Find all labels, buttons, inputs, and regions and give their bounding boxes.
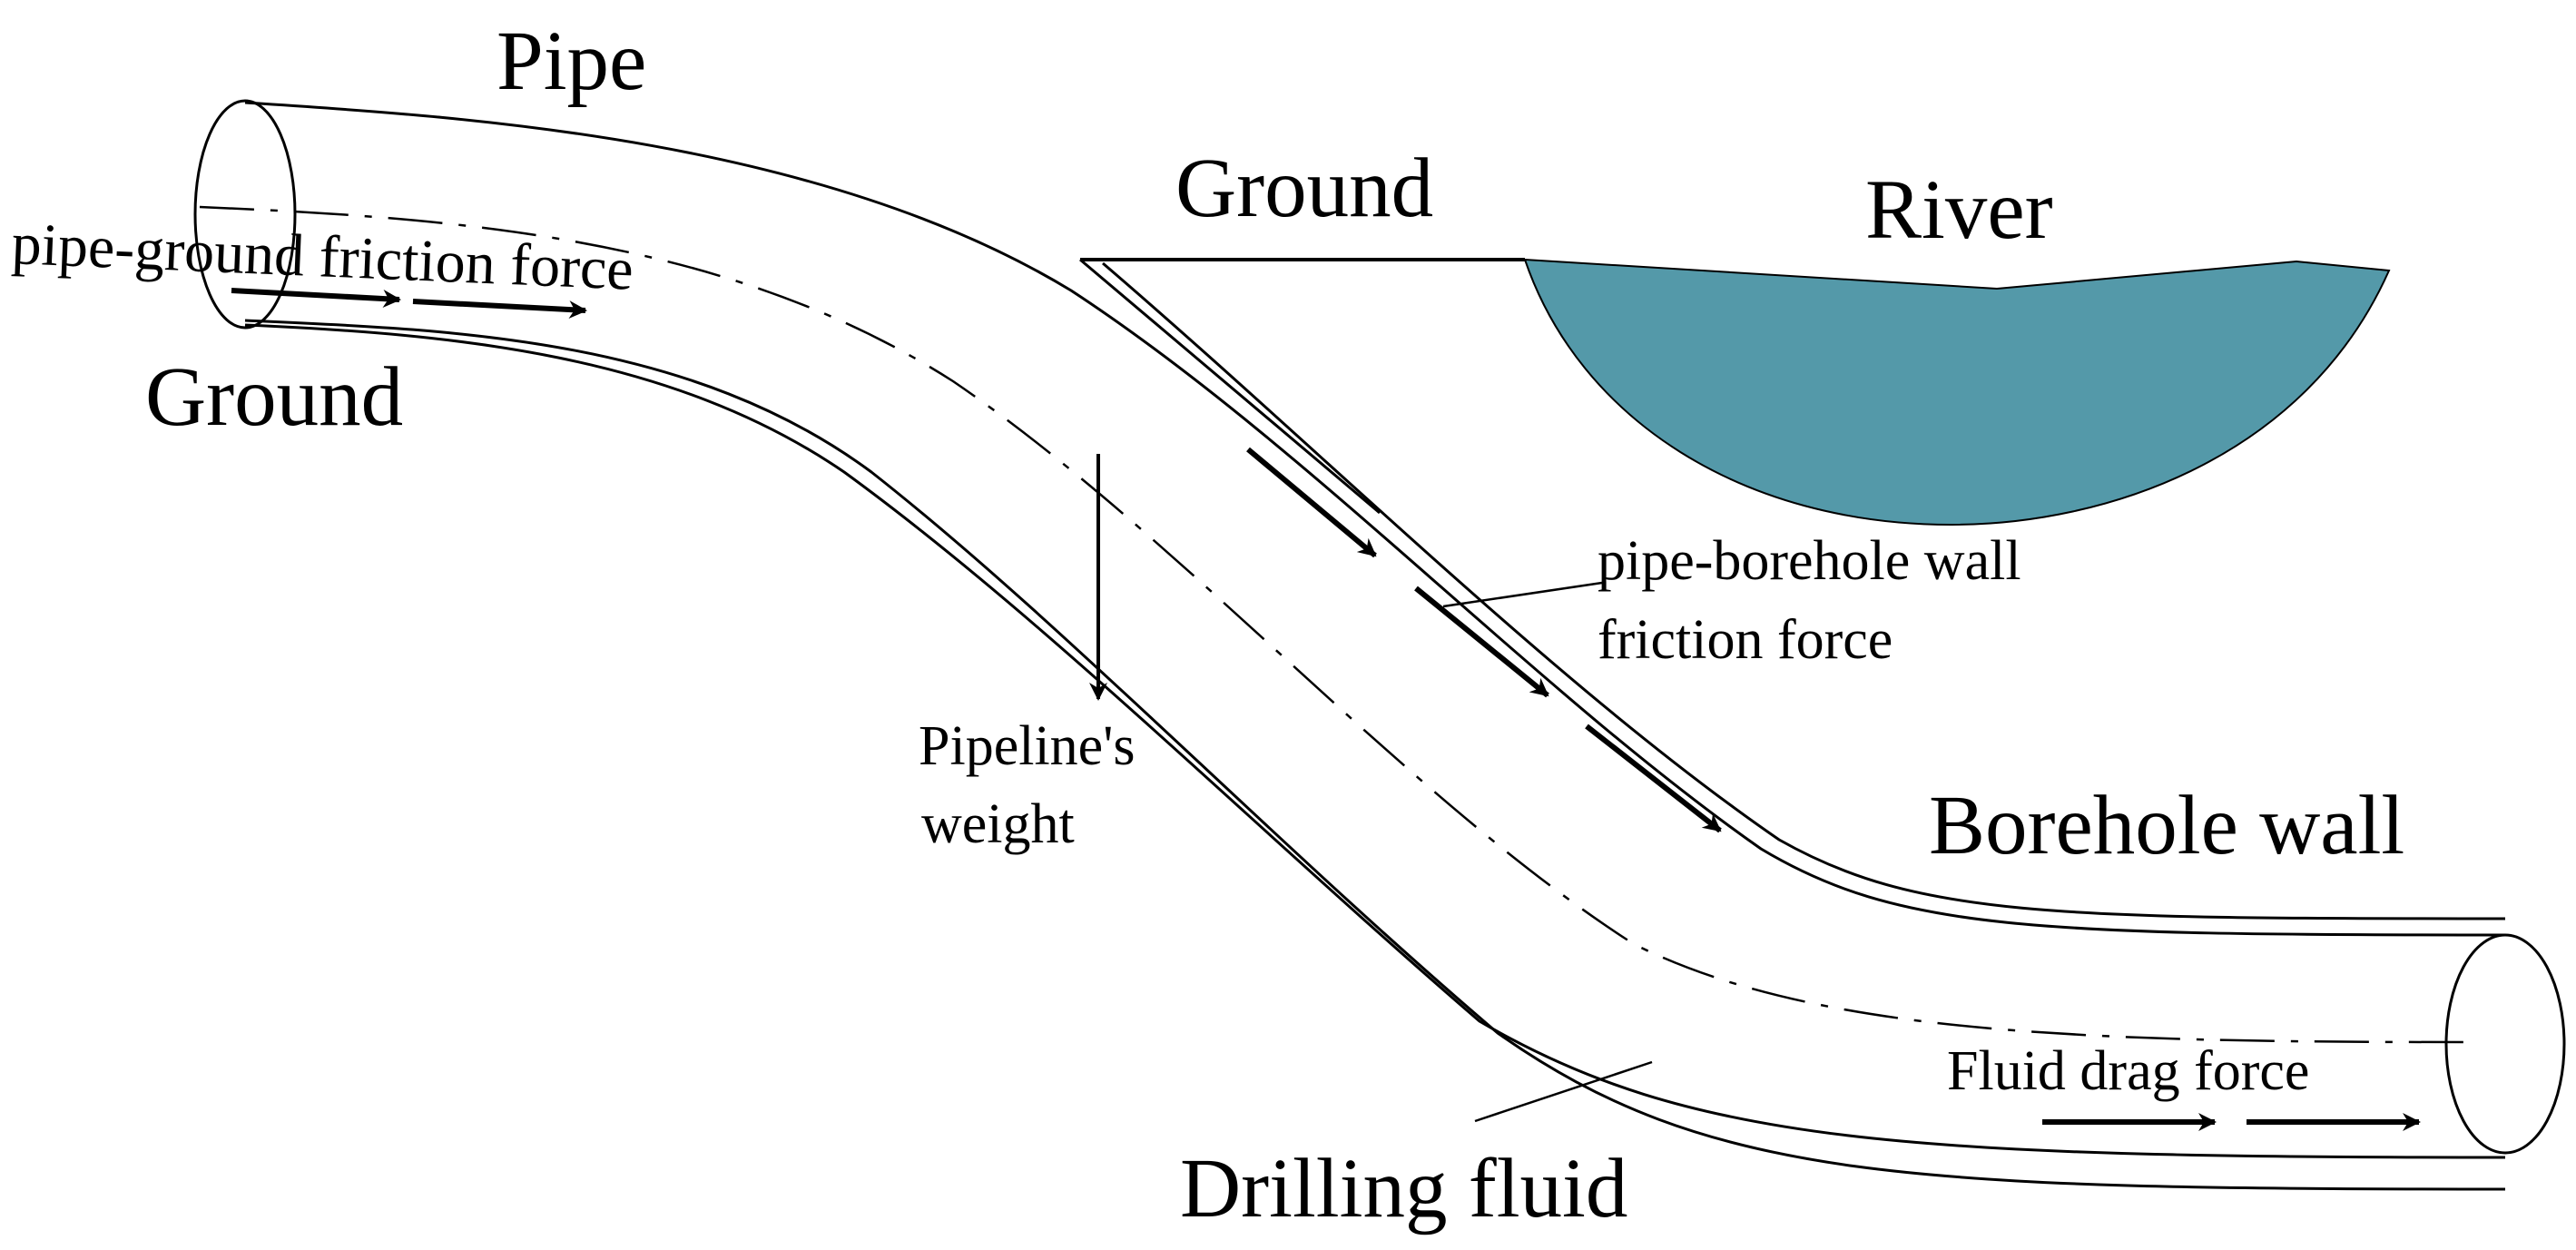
pipe-inlet-ellipse [193, 99, 297, 330]
pipelines-weight-label-line1: Pipeline's [919, 715, 1136, 777]
ground-top-label: Ground [1175, 142, 1433, 235]
pipe-outlet-ellipse [2444, 933, 2566, 1155]
borehole-friction-leader-line [1442, 581, 1603, 608]
pipe-label: Pipe [497, 15, 646, 108]
borehole-wall-bottom [244, 319, 2506, 1191]
pipe-bottom-wall [244, 323, 2506, 1159]
pipe-ground-friction-label: pipe-ground friction force [10, 211, 634, 303]
pipe-top-wall [244, 101, 2506, 937]
borehole-wall-top [1102, 261, 2506, 920]
borehole-wall-label: Borehole wall [1929, 779, 2404, 872]
pipelines-weight-label-line2: weight [921, 793, 1075, 855]
pipe-borehole-friction-arrow-2 [1414, 586, 1549, 698]
pipe-borehole-friction-label-line1: pipe-borehole wall [1598, 530, 2021, 592]
river-water [1523, 258, 2391, 527]
river-label: River [1865, 163, 2053, 257]
pipe-borehole-friction-label-line2: friction force [1598, 609, 1893, 671]
pipe-ground-friction-arrow-2 [412, 299, 587, 320]
pipe-centerline [199, 205, 2470, 1044]
fluid-drag-force-label: Fluid drag force [1947, 1040, 2309, 1102]
drilling-fluid-label: Drilling fluid [1180, 1142, 1627, 1235]
ground-left-label: Ground [145, 350, 403, 444]
pipe-ground-friction-arrow-1 [231, 288, 401, 309]
drilling-fluid-leader-line [1474, 1060, 1653, 1123]
pipe-borehole-friction-arrow-1 [1246, 447, 1377, 558]
pipe-borehole-friction-arrow-3 [1585, 723, 1722, 833]
ground-slope-line [1079, 258, 1381, 515]
